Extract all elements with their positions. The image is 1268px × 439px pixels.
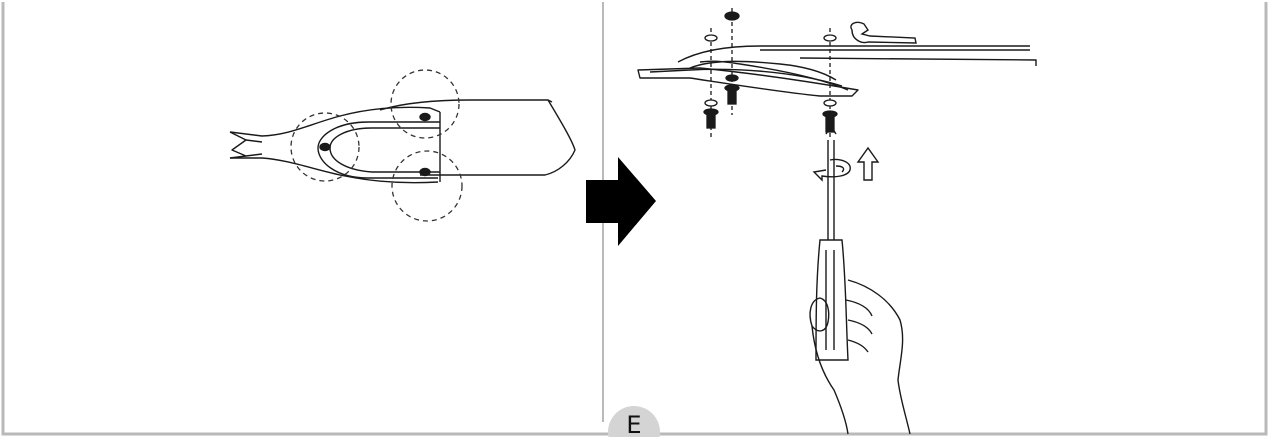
arrow-right-icon bbox=[586, 157, 656, 246]
hand bbox=[809, 279, 911, 435]
screwdriver bbox=[815, 124, 849, 361]
step-badge bbox=[608, 406, 660, 437]
screws-washers bbox=[703, 8, 838, 140]
step-label: E bbox=[626, 411, 642, 439]
dashed-highlight-circles bbox=[290, 69, 463, 222]
right-panel-blade-assembly bbox=[637, 45, 1037, 97]
rotate-arrow-icon bbox=[812, 158, 851, 182]
up-arrow-icon bbox=[856, 146, 880, 181]
wrench-icon bbox=[850, 21, 917, 44]
left-panel-blade-bracket bbox=[229, 99, 576, 184]
